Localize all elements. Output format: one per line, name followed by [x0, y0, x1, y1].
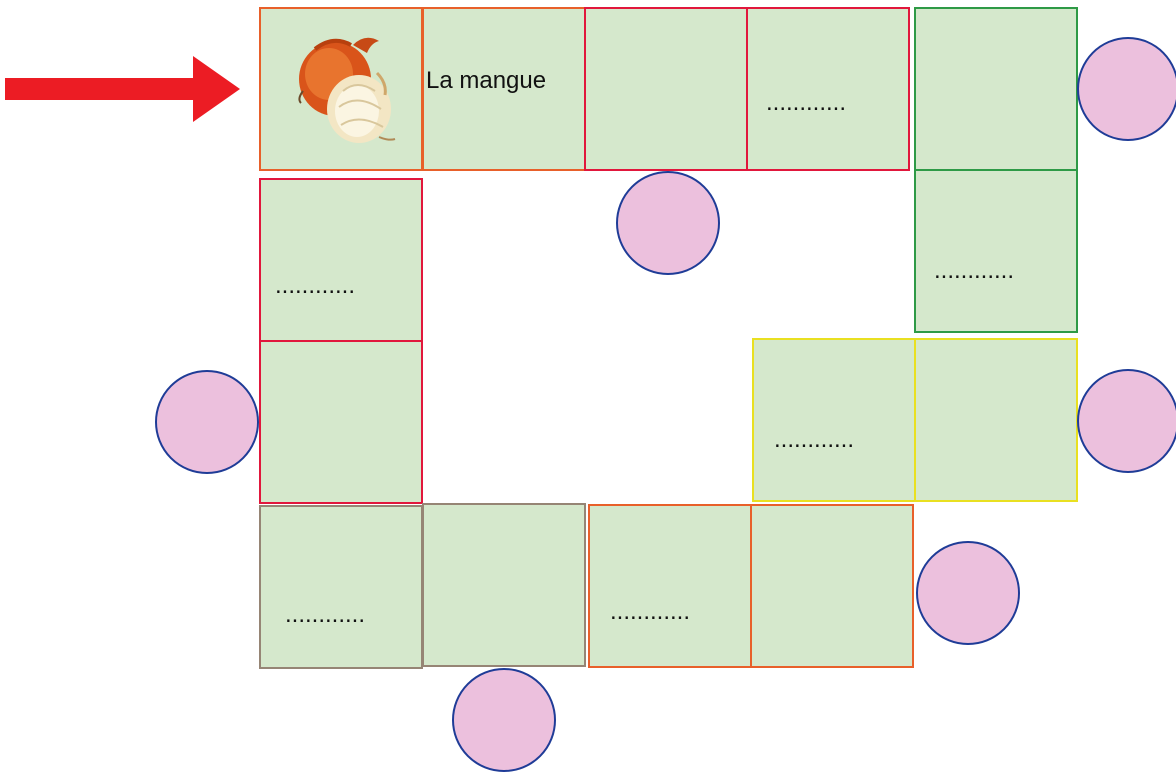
tile-label: ............	[275, 272, 355, 300]
tile-4[interactable]: ............	[746, 7, 910, 171]
bonus-circle[interactable]	[916, 541, 1020, 645]
tile-6[interactable]: ............	[914, 169, 1078, 333]
tile-3[interactable]	[584, 7, 748, 171]
tile-13[interactable]	[422, 503, 586, 667]
bonus-circle[interactable]	[616, 171, 720, 275]
bonus-circle[interactable]	[452, 668, 556, 772]
tile-5[interactable]	[914, 7, 1078, 171]
tile-label: ............	[774, 426, 854, 454]
tile-10[interactable]: ............	[588, 504, 752, 668]
tile-14[interactable]: ............	[259, 505, 423, 669]
onion-icon	[293, 29, 403, 149]
tile-11[interactable]	[259, 340, 423, 504]
tile-12[interactable]: ............	[259, 178, 423, 342]
tile-8[interactable]: ............	[752, 338, 916, 502]
tile-2[interactable]: La mangue	[422, 7, 586, 171]
bonus-circle[interactable]	[1077, 369, 1176, 473]
tile-label: La mangue	[426, 67, 546, 95]
bonus-circle[interactable]	[1077, 37, 1176, 141]
tile-label: ............	[285, 601, 365, 629]
bonus-circle[interactable]	[155, 370, 259, 474]
tile-9[interactable]	[750, 504, 914, 668]
tile-label: ............	[934, 257, 1014, 285]
tile-start[interactable]	[259, 7, 423, 171]
tile-7[interactable]	[914, 338, 1078, 502]
tile-label: ............	[766, 89, 846, 117]
tile-label: ............	[610, 598, 690, 626]
start-arrow-icon	[5, 56, 240, 122]
